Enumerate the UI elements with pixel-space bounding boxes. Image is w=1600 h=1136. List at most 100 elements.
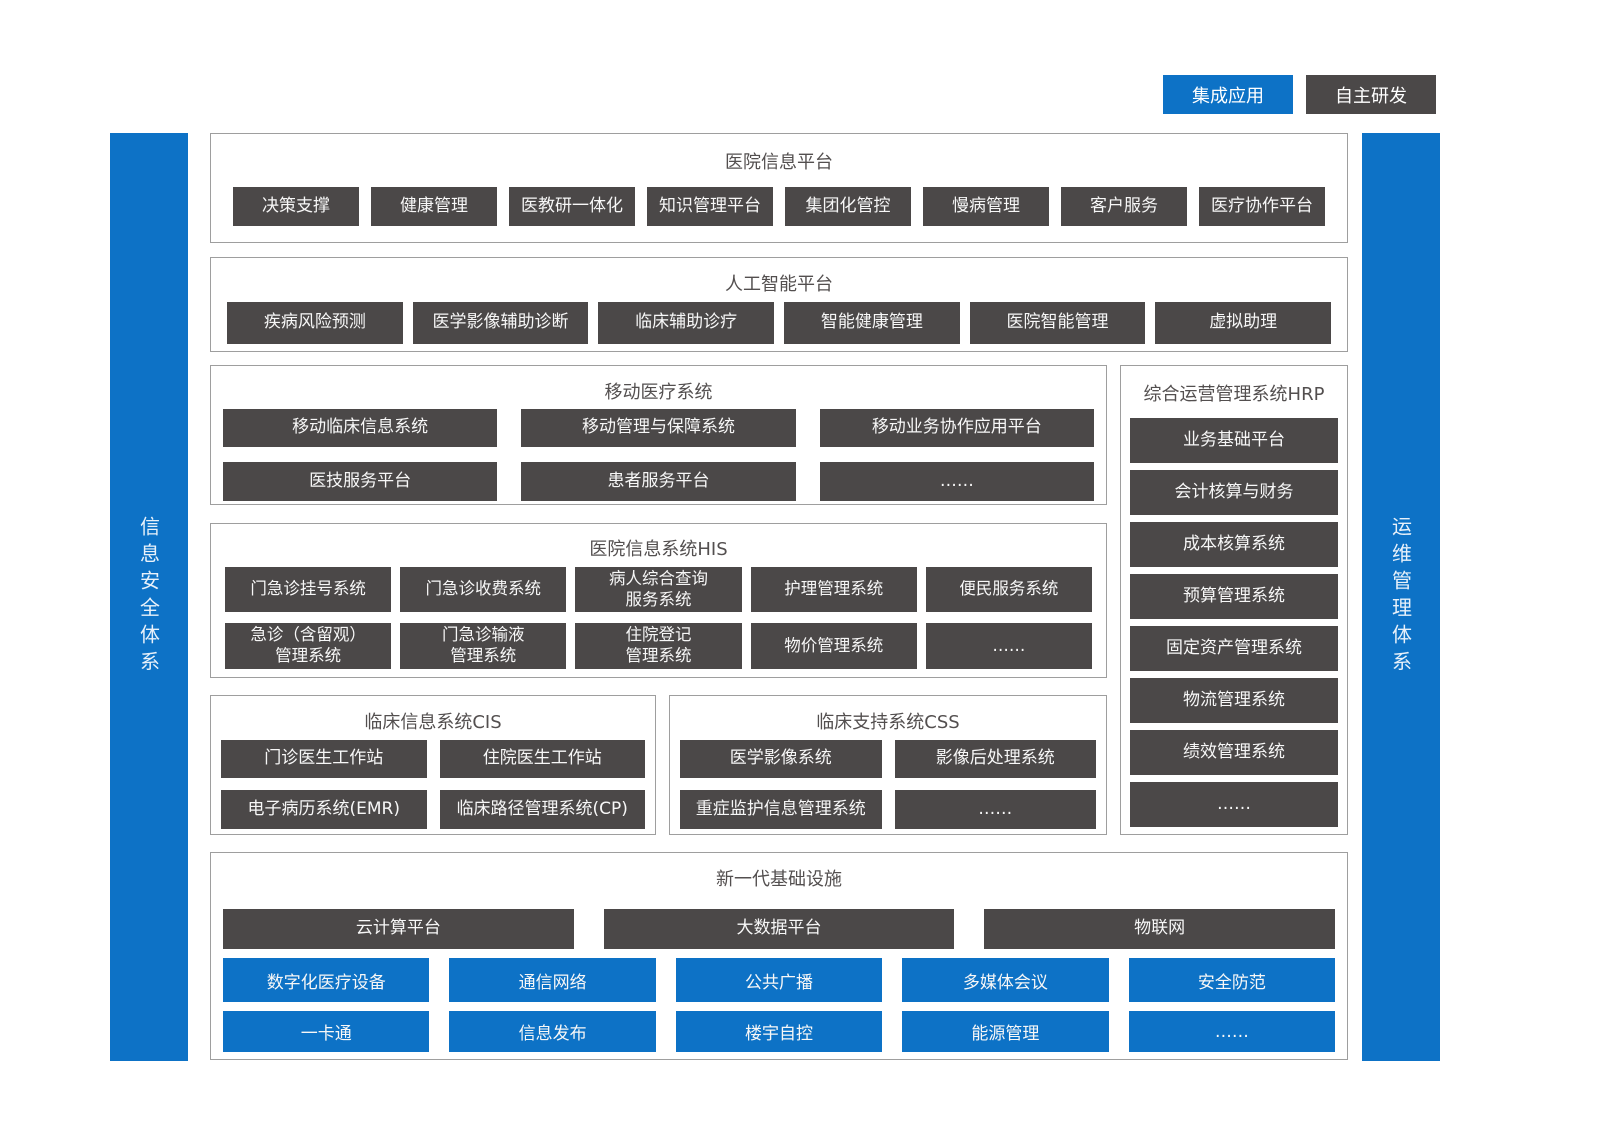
system-box: 移动临床信息系统 [223, 409, 498, 447]
system-box: …… [819, 462, 1094, 501]
system-box: 医学影像辅助诊断 [412, 302, 589, 344]
mobile-medical-row-1: 移动临床信息系统 移动管理与保障系统 移动业务协作应用平台 [223, 409, 1094, 447]
system-box: 急诊（含留观） 管理系统 [225, 623, 392, 669]
section-mobile-medical: 移动医疗系统 移动临床信息系统 移动管理与保障系统 移动业务协作应用平台 医技服… [210, 365, 1107, 505]
info-security-sidebar: 信息安全体系 [110, 133, 188, 1061]
section-hrp: 综合运营管理系统HRP 业务基础平台 会计核算与财务 成本核算系统 预算管理系统… [1120, 365, 1348, 835]
section-css: 临床支持系统CSS 医学影像系统 影像后处理系统 重症监护信息管理系统 …… [669, 695, 1107, 835]
section-title: 医院信息系统HIS [589, 539, 728, 560]
system-box: 一卡通 [223, 1011, 430, 1052]
cis-css-row: 临床信息系统CIS 门诊医生工作站 住院医生工作站 电子病历系统(EMR) 临床… [210, 695, 1107, 835]
system-box: 住院登记 管理系统 [575, 623, 742, 669]
system-box: 便民服务系统 [925, 567, 1093, 612]
ops-management-sidebar: 运维管理体系 [1362, 133, 1440, 1061]
system-box: 慢病管理 [923, 187, 1049, 226]
system-box: 移动业务协作应用平台 [819, 409, 1094, 447]
system-box: 业务基础平台 [1130, 418, 1338, 463]
system-box: 预算管理系统 [1130, 574, 1338, 619]
system-box: 绩效管理系统 [1130, 730, 1338, 775]
system-box: 集团化管控 [785, 187, 911, 226]
css-row-2: 重症监护信息管理系统 …… [680, 790, 1096, 829]
system-box: 多媒体会议 [902, 958, 1109, 1002]
system-box: 大数据平台 [603, 909, 955, 949]
section-title: 医院信息平台 [725, 152, 833, 173]
system-box: 门诊医生工作站 [221, 740, 427, 778]
system-box: 电子病历系统(EMR) [221, 790, 427, 829]
infra-blue-row-1: 数字化医疗设备 通信网络 公共广播 多媒体会议 安全防范 [223, 958, 1336, 1002]
system-box: 客户服务 [1061, 187, 1187, 226]
system-box: 门急诊收费系统 [400, 567, 567, 612]
ops-management-label: 运维管理体系 [1388, 516, 1413, 678]
system-box: 数字化医疗设备 [223, 958, 430, 1002]
system-box: 医技服务平台 [223, 462, 498, 501]
system-box: 健康管理 [371, 187, 497, 226]
section-cis: 临床信息系统CIS 门诊医生工作站 住院医生工作站 电子病历系统(EMR) 临床… [210, 695, 656, 835]
section-ai-platform: 人工智能平台 疾病风险预测 医学影像辅助诊断 临床辅助诊疗 智能健康管理 医院智… [210, 257, 1348, 352]
system-box: 决策支撑 [233, 187, 359, 226]
system-box: 虚拟助理 [1155, 302, 1332, 344]
section-title: 人工智能平台 [725, 274, 833, 295]
system-box: 能源管理 [902, 1011, 1109, 1052]
section-title: 临床信息系统CIS [364, 712, 502, 733]
system-box: 物联网 [984, 909, 1336, 949]
system-box: 医学影像系统 [680, 740, 882, 778]
system-box: 患者服务平台 [521, 462, 796, 501]
section-his: 医院信息系统HIS 门急诊挂号系统 门急诊收费系统 病人综合查询 服务系统 护理… [210, 523, 1107, 678]
section-hospital-info-platform: 医院信息平台 决策支撑 健康管理 医教研一体化 知识管理平台 集团化管控 慢病管… [210, 133, 1348, 243]
his-row-2: 急诊（含留观） 管理系统 门急诊输液 管理系统 住院登记 管理系统 物价管理系统… [225, 623, 1093, 669]
middle-area: 移动医疗系统 移动临床信息系统 移动管理与保障系统 移动业务协作应用平台 医技服… [210, 365, 1348, 835]
section-title: 综合运营管理系统HRP [1143, 384, 1325, 405]
system-box: 临床辅助诊疗 [598, 302, 775, 344]
system-box: 安全防范 [1128, 958, 1336, 1002]
system-box: …… [925, 623, 1093, 669]
system-box: 固定资产管理系统 [1130, 626, 1338, 671]
hospital-info-row: 决策支撑 健康管理 医教研一体化 知识管理平台 集团化管控 慢病管理 客户服务 … [233, 187, 1325, 226]
legend-self-developed: 自主研发 [1306, 75, 1436, 114]
cis-row-1: 门诊医生工作站 住院医生工作站 [221, 740, 645, 778]
system-box: 云计算平台 [223, 909, 574, 949]
system-box: 信息发布 [449, 1011, 656, 1052]
system-box: 移动管理与保障系统 [521, 409, 796, 447]
mobile-medical-row-2: 医技服务平台 患者服务平台 …… [223, 462, 1094, 501]
middle-left-column: 移动医疗系统 移动临床信息系统 移动管理与保障系统 移动业务协作应用平台 医技服… [210, 365, 1107, 835]
section-title: 新一代基础设施 [716, 869, 842, 890]
system-box: 影像后处理系统 [894, 740, 1096, 778]
system-box: 医教研一体化 [509, 187, 635, 226]
system-box: 门急诊输液 管理系统 [400, 623, 567, 669]
system-box: 临床路径管理系统(CP) [439, 790, 645, 829]
system-box: 病人综合查询 服务系统 [575, 567, 742, 612]
system-box: 智能健康管理 [784, 302, 960, 344]
system-box: 护理管理系统 [750, 567, 917, 612]
system-box: 物价管理系统 [750, 623, 917, 669]
legend: 集成应用 自主研发 [1163, 75, 1436, 114]
section-title: 临床支持系统CSS [816, 712, 960, 733]
ai-platform-row: 疾病风险预测 医学影像辅助诊断 临床辅助诊疗 智能健康管理 医院智能管理 虚拟助… [227, 302, 1332, 344]
system-box: 医疗协作平台 [1199, 187, 1325, 226]
system-box: 公共广播 [675, 958, 883, 1002]
system-box: 住院医生工作站 [439, 740, 645, 778]
main-diagram-column: 医院信息平台 决策支撑 健康管理 医教研一体化 知识管理平台 集团化管控 慢病管… [210, 133, 1348, 1061]
infra-dark-row: 云计算平台 大数据平台 物联网 [223, 909, 1336, 949]
legend-integrated-app: 集成应用 [1163, 75, 1293, 114]
section-infrastructure: 新一代基础设施 云计算平台 大数据平台 物联网 数字化医疗设备 通信网络 公共广… [210, 852, 1348, 1060]
system-box: …… [894, 790, 1096, 829]
infra-blue-row-2: 一卡通 信息发布 楼宇自控 能源管理 …… [223, 1011, 1336, 1052]
info-security-label: 信息安全体系 [136, 516, 161, 678]
section-title: 移动医疗系统 [604, 382, 713, 403]
cis-row-2: 电子病历系统(EMR) 临床路径管理系统(CP) [221, 790, 645, 829]
system-box: 疾病风险预测 [227, 302, 403, 344]
system-box: 会计核算与财务 [1130, 470, 1338, 515]
system-box: 通信网络 [449, 958, 656, 1002]
hrp-stack: 业务基础平台 会计核算与财务 成本核算系统 预算管理系统 固定资产管理系统 物流… [1130, 418, 1338, 827]
css-row-1: 医学影像系统 影像后处理系统 [680, 740, 1096, 778]
system-box: …… [1128, 1011, 1336, 1052]
system-box: 重症监护信息管理系统 [680, 790, 882, 829]
system-box: 成本核算系统 [1130, 522, 1338, 567]
his-row-1: 门急诊挂号系统 门急诊收费系统 病人综合查询 服务系统 护理管理系统 便民服务系… [225, 567, 1093, 612]
system-box: 门急诊挂号系统 [225, 567, 392, 612]
system-box: 知识管理平台 [647, 187, 773, 226]
system-box: 楼宇自控 [675, 1011, 883, 1052]
system-box: 医院智能管理 [969, 302, 1146, 344]
system-box: …… [1130, 782, 1338, 827]
